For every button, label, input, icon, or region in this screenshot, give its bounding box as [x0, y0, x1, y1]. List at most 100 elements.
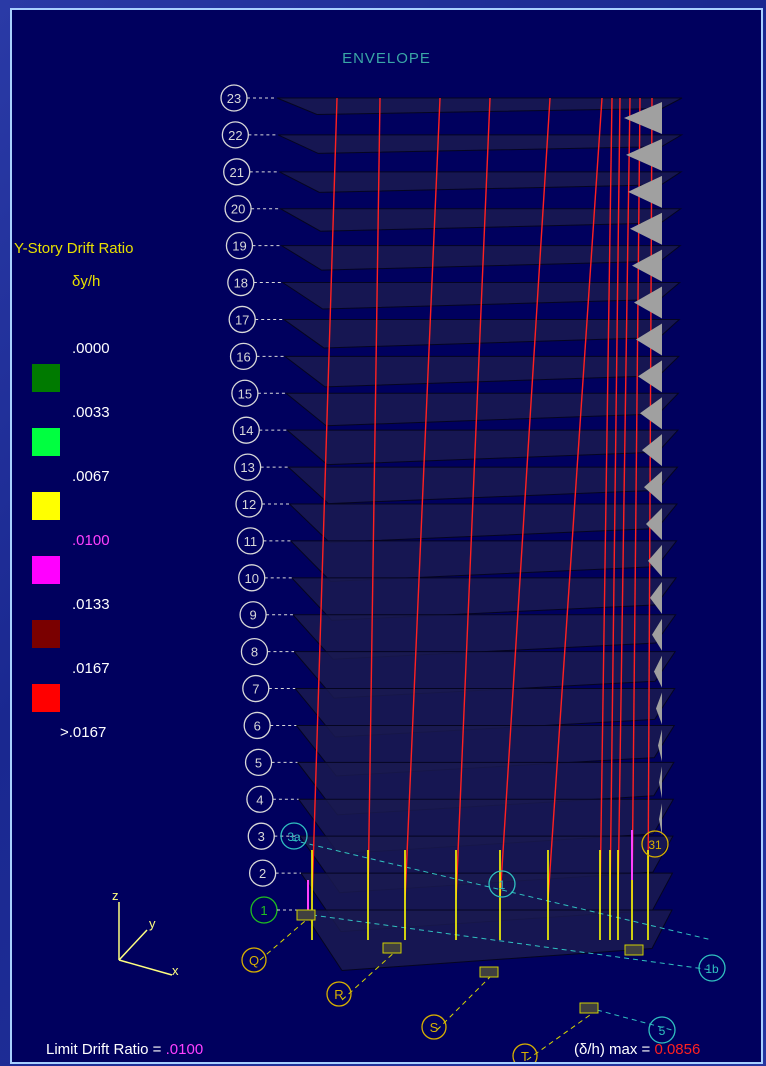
floor-slab — [285, 429, 680, 466]
legend-swatch-green — [32, 428, 60, 456]
floor-slab — [283, 355, 681, 388]
legend-value-3: .0100 — [72, 532, 110, 549]
story-marker[interactable]: 22 — [221, 121, 279, 149]
support-marker — [382, 942, 402, 954]
grid-line — [596, 1009, 673, 1031]
support-marker — [296, 909, 316, 921]
floor-slab — [289, 540, 678, 582]
story-label: 23 — [227, 91, 241, 106]
drift-shape — [648, 544, 662, 577]
story-marker[interactable]: 11 — [236, 527, 291, 555]
floor-slab — [301, 909, 673, 972]
story-marker[interactable]: 9 — [239, 601, 293, 629]
support-marker — [479, 966, 499, 978]
grid-line — [259, 914, 313, 961]
story-label: 2 — [259, 866, 266, 881]
drift-shape — [640, 397, 662, 430]
drift-shape — [634, 286, 662, 319]
story-label: 16 — [236, 349, 250, 364]
column-line — [404, 97, 441, 901]
story-marker[interactable]: 1 — [250, 896, 302, 924]
story-marker[interactable]: 3 — [247, 822, 300, 850]
grid-marker-number[interactable]: 31 — [641, 830, 669, 858]
story-label: 6 — [254, 718, 261, 733]
max-drift-value: 0.0856 — [654, 1041, 701, 1058]
legend-value-0: .0000 — [72, 340, 110, 357]
story-marker[interactable]: 21 — [223, 158, 280, 186]
floor-slab — [292, 651, 677, 699]
legend-swatch-magenta — [32, 556, 60, 584]
svg-text:T: T — [521, 1049, 529, 1064]
drift-shape — [632, 249, 662, 282]
drift-shape — [646, 508, 662, 540]
max-drift-ratio: (δ/h) max = 0.0856 — [574, 1041, 700, 1058]
story-marker[interactable]: 14 — [232, 416, 288, 444]
legend-swatch-yellow — [32, 492, 60, 520]
drift-shape — [642, 434, 662, 467]
story-label: 11 — [244, 534, 258, 549]
floor-slabs — [276, 97, 684, 972]
drift-shape — [628, 175, 662, 208]
story-marker[interactable]: 10 — [238, 564, 292, 592]
drift-shape — [626, 138, 662, 171]
story-marker[interactable]: 7 — [242, 674, 296, 703]
grid-marker-number[interactable]: 5 — [648, 1016, 676, 1044]
grid-marker-letter[interactable]: S — [421, 1014, 447, 1040]
limit-drift-value: .0100 — [165, 1041, 204, 1058]
drift-shape — [638, 360, 662, 393]
story-label: 20 — [231, 202, 245, 217]
support-marker — [579, 1002, 599, 1014]
drift-shape — [650, 581, 662, 614]
story-marker[interactable]: 8 — [240, 637, 295, 666]
column-line — [367, 97, 381, 901]
story-marker[interactable]: 16 — [229, 342, 285, 371]
story-label: 17 — [235, 312, 249, 327]
story-marker[interactable]: 6 — [243, 711, 297, 740]
column-line — [311, 97, 338, 901]
floor-slab — [279, 171, 683, 193]
drift-shape — [659, 803, 662, 836]
grid-marker-number[interactable]: 1 — [488, 870, 516, 898]
story-marker[interactable]: 18 — [227, 268, 283, 297]
story-marker[interactable]: 12 — [235, 490, 290, 518]
grid-marker-letter[interactable]: T — [512, 1043, 538, 1064]
story-marker[interactable]: 17 — [228, 305, 284, 334]
svg-text:1: 1 — [499, 878, 506, 892]
grid-marker-letter[interactable]: R — [326, 981, 352, 1007]
legend-value-5: .0167 — [72, 660, 110, 677]
legend-value-6: >.0167 — [60, 724, 107, 741]
axis-triad-icon: z y x — [112, 888, 179, 978]
story-label: 15 — [238, 386, 252, 401]
columns — [307, 97, 653, 940]
grid-marker-letter[interactable]: Q — [241, 947, 267, 973]
legend-value-4: .0133 — [72, 596, 110, 613]
story-marker[interactable]: 2 — [248, 859, 301, 887]
story-marker[interactable]: 5 — [244, 748, 298, 777]
drift-shape — [656, 692, 662, 725]
floor-slab — [278, 208, 683, 232]
floor-slab — [284, 392, 680, 427]
legend-swatch-red — [32, 684, 60, 712]
model-viewport[interactable]: ENVELOPE Y-Story Drift Ratio δy/h .0000 … — [10, 8, 763, 1064]
story-marker[interactable]: 13 — [233, 453, 289, 481]
column-line — [499, 97, 551, 901]
story-marker[interactable]: 15 — [231, 379, 287, 407]
story-label: 3 — [258, 829, 265, 844]
grid-marker-number[interactable]: 1b — [698, 954, 726, 982]
story-marker[interactable]: 4 — [246, 785, 299, 813]
limit-drift-ratio: Limit Drift Ratio = .0100 — [46, 1041, 203, 1058]
floor-slab — [277, 134, 684, 154]
grid-marker-number[interactable]: 3a — [280, 822, 308, 850]
drift-shape — [652, 618, 662, 651]
column-line — [617, 97, 631, 901]
story-marker[interactable]: 19 — [225, 231, 282, 260]
story-label: 19 — [232, 239, 246, 254]
legend-swatch-dark-red — [32, 620, 60, 648]
svg-text:5: 5 — [659, 1024, 666, 1038]
story-marker[interactable]: 23 — [220, 84, 277, 112]
story-label: 8 — [251, 645, 258, 660]
story-marker[interactable]: 20 — [224, 195, 281, 223]
